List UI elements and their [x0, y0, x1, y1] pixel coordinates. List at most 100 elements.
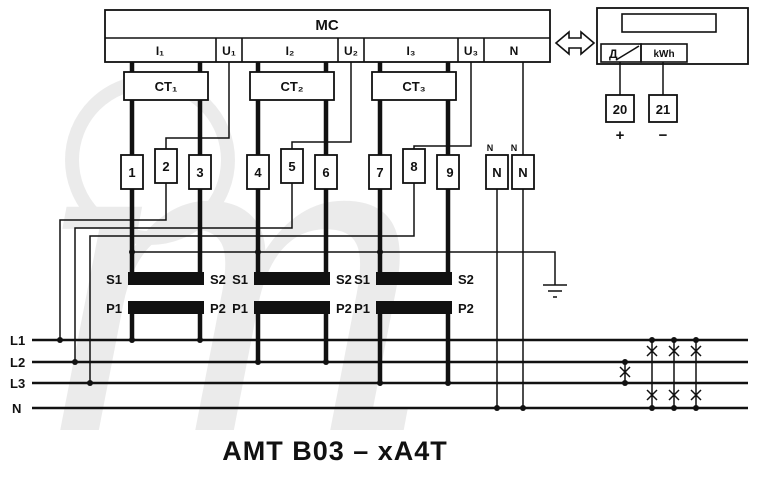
primary-winding-bar — [254, 301, 330, 314]
junction-dot — [622, 359, 628, 365]
wire — [89, 62, 472, 383]
ct3-s1-label: S1 — [354, 272, 370, 287]
ct1-p1-label: P1 — [106, 301, 122, 316]
mc-label: MC — [315, 17, 338, 34]
terminal-3-label: 3 — [196, 165, 203, 180]
ct1-s1-label: S1 — [106, 272, 122, 287]
wire — [132, 251, 567, 298]
ct1-p2-label: P2 — [210, 301, 226, 316]
junction-dot — [72, 359, 78, 365]
mc-terminal-u3: U₃ — [464, 44, 478, 58]
junction-dot — [649, 405, 655, 411]
junction-dot — [377, 380, 383, 386]
terminal-1-label: 1 — [128, 165, 135, 180]
junction-dot — [671, 405, 677, 411]
terminal-3 — [188, 154, 212, 190]
primary-winding-bar — [376, 301, 452, 314]
meter-terminal-20 — [605, 94, 635, 123]
ct2-s2-label: S2 — [336, 272, 352, 287]
minus-label: − — [659, 127, 668, 144]
ct3-p2-label: P2 — [458, 301, 474, 316]
junction-dot — [693, 337, 699, 343]
ct2-box — [249, 71, 335, 101]
ct1-label: CT₁ — [155, 79, 178, 94]
winding-labels: S1 S2 S1 S2 S1 S2 P1 P2 P1 P2 P1 P2 — [106, 272, 474, 316]
terminal-8 — [402, 148, 426, 184]
test-link-symbols — [619, 340, 702, 408]
secondary-winding-bar — [254, 272, 330, 285]
junction-dot — [255, 359, 261, 365]
bus-l2-label: L2 — [10, 355, 25, 370]
terminal-n-left-label: N — [492, 165, 501, 180]
terminal-9 — [436, 154, 460, 190]
junction-dot — [255, 249, 261, 255]
terminal-n-right — [511, 154, 535, 190]
junction-dot — [323, 359, 329, 365]
junction-dot — [87, 380, 93, 386]
bus-n-label: N — [12, 401, 21, 416]
wire — [74, 62, 352, 362]
ct1-s2-label: S2 — [210, 272, 226, 287]
ct-boxes: CT₁ CT₂ CT₃ — [123, 71, 457, 101]
terminal-7-label: 7 — [376, 165, 383, 180]
terminal-6 — [314, 154, 338, 190]
ct2-p2-label: P2 — [336, 301, 352, 316]
meter-terminal-21-label: 21 — [656, 102, 670, 117]
junction-dot — [445, 380, 451, 386]
junction-dot — [197, 337, 203, 343]
mc-terminal-u1: U₁ — [222, 44, 236, 58]
ct3-s2-label: S2 — [458, 272, 474, 287]
junction-dot — [622, 380, 628, 386]
junction-dot — [129, 337, 135, 343]
terminal-blocks: 1 2 3 4 5 6 7 8 9 N N N N — [120, 143, 535, 190]
secondary-winding-bar — [376, 272, 452, 285]
ct3-box — [371, 71, 457, 101]
wire — [129, 314, 451, 383]
terminal-n-left — [485, 154, 509, 190]
terminal-1 — [120, 154, 144, 190]
mc-terminal-i1: I₁ — [156, 44, 164, 58]
junction-dot — [693, 405, 699, 411]
ct-windings — [128, 272, 452, 314]
terminal-6-label: 6 — [322, 165, 329, 180]
mc-terminal-u2: U₂ — [344, 44, 358, 58]
watermark: m — [30, 32, 438, 479]
terminal-2-label: 2 — [162, 159, 169, 174]
bidirectional-arrow-icon — [554, 30, 596, 56]
terminal-4-label: 4 — [254, 165, 262, 180]
meter-register-box — [640, 43, 688, 63]
wire — [619, 340, 702, 408]
plus-label: + — [616, 127, 625, 144]
terminal-n-right-label: N — [518, 165, 527, 180]
junction-dot — [520, 405, 526, 411]
meter-terminal-21 — [648, 94, 678, 123]
ct2-s1-label: S1 — [232, 272, 248, 287]
mc-unit: MC I₁ U₁ I₂ U₂ I₃ U₃ N — [104, 9, 551, 63]
wire — [496, 62, 524, 408]
ct3-label: CT₃ — [402, 79, 425, 94]
mc-terminal-n: N — [510, 44, 519, 58]
mc-box — [104, 9, 551, 63]
mc-terminal-dividers — [105, 37, 550, 62]
ct2-label: CT₂ — [280, 79, 303, 94]
terminal-n-left-top-label: N — [487, 143, 494, 153]
terminal-7 — [368, 154, 392, 190]
junction-dot — [649, 337, 655, 343]
meter-switch-label: Д — [609, 47, 618, 61]
terminal-4 — [246, 154, 270, 190]
terminal-5 — [280, 148, 304, 184]
secondary-common-ground — [132, 251, 567, 298]
phase-buses — [32, 338, 748, 410]
terminal-5-label: 5 — [288, 159, 295, 174]
bus-lines — [32, 338, 748, 410]
mc-terminal-i2: I₂ — [286, 44, 295, 58]
terminal-9-label: 9 — [446, 165, 453, 180]
meter-terminal-20-label: 20 — [613, 102, 627, 117]
diagram-title: AMT B03 – xA4T — [222, 436, 448, 466]
terminal-8-label: 8 — [410, 159, 417, 174]
meter-unit: Д kWh 20 21 + − — [596, 7, 749, 144]
switch-diagonal — [615, 45, 640, 61]
mc-terminal-i3: I₃ — [407, 44, 416, 58]
